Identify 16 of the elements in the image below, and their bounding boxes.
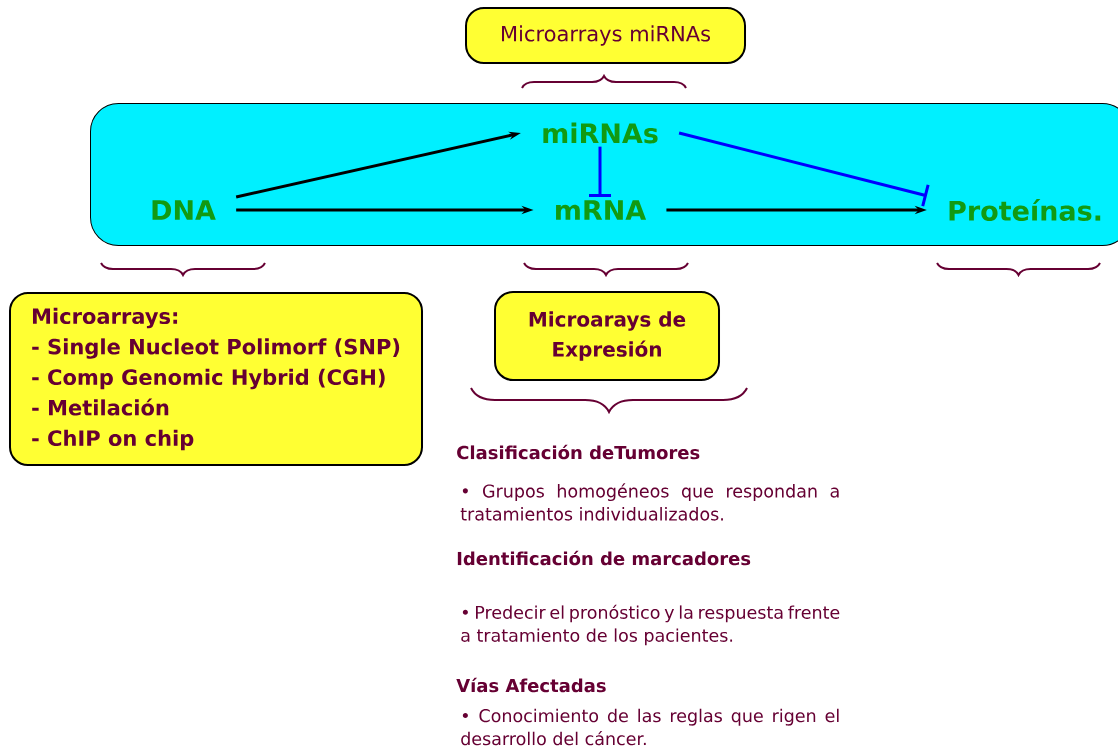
node-label: Proteínas. [949, 199, 1101, 221]
node-label: miRNAs [543, 122, 658, 144]
arrow [678, 131, 930, 207]
text-box: Microarays de Expresión [494, 291, 720, 381]
section-heading: Identificación de marcadores [457, 550, 751, 566]
node-label: DNA [152, 200, 216, 220]
bullet-text: • Grupos homogéneos que respondan a tratamientos individualizados. [460, 483, 839, 521]
bullet-text: • Predecir el pronóstico y la respuesta frente a tratamiento de los pacientes. [461, 604, 840, 646]
text-box: Microarrays: - Single Nucleot Polimorf (SNP) - Comp Genomic Hybrid (CGH) - Metilación - ChIP on chip [9, 292, 423, 466]
section-heading: Clasificación deTumores [457, 444, 700, 460]
text-box: Microarrays miRNAs [465, 7, 746, 64]
bullet-text: • Conocimiento de las reglas que rigen el desarrollo del cáncer. [461, 708, 839, 746]
node-label: mRNA [556, 200, 647, 220]
band [90, 103, 1118, 246]
section-heading: Vías Afectadas [456, 677, 606, 693]
arrow [589, 146, 611, 197]
